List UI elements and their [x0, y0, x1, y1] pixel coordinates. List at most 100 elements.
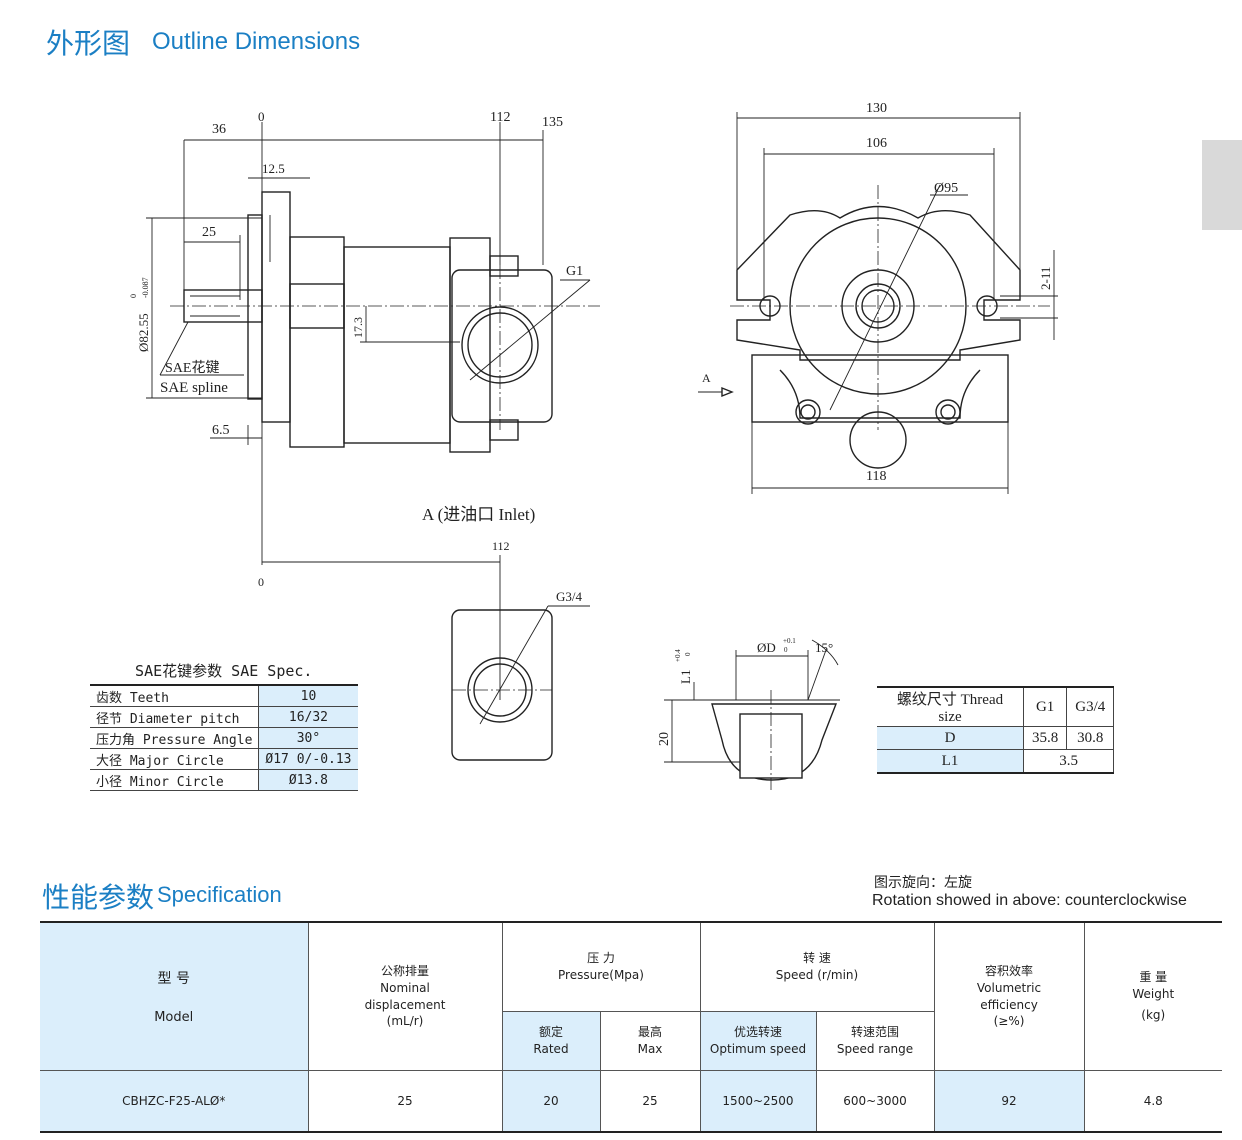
cell-rated: 20: [501, 1070, 601, 1133]
sae-row-label: 压力角 Pressure Angle: [90, 727, 259, 749]
col-model-cn: 型 号: [157, 971, 190, 987]
sae-row-value: 30°: [258, 727, 358, 749]
dim-2-11: 2-11: [1038, 267, 1053, 290]
dim-112-inlet: 112: [492, 539, 510, 553]
cell-weight: 4.8: [1083, 1070, 1222, 1133]
col-model-en: Model: [154, 1010, 194, 1025]
port-dia-d: ØD: [757, 640, 776, 655]
dim-dia-95: Ø95: [934, 181, 958, 196]
thread-l1-value: 3.5: [1022, 749, 1115, 774]
table-row: CBHZC-F25-ALØ* 25 20 25 1500~2500 600~30…: [40, 1070, 1222, 1133]
thread-d-g34: 30.8: [1066, 726, 1115, 750]
col-weight-cn: 重 量: [1139, 970, 1168, 985]
spline-label-cn: SAE花键: [165, 360, 219, 376]
col-disp-en: Nominal displacement: [364, 980, 446, 1012]
table-row: 大径 Major Circle Ø17 0/-0.13: [90, 748, 358, 770]
dim-0-top: 0: [258, 109, 265, 124]
dim-g1: G1: [566, 264, 583, 279]
cell-range: 600~3000: [815, 1070, 935, 1133]
spec-title-cn: 性能参数: [42, 881, 155, 914]
side-view: 36 0 112 135 12.5 25 Ø82.55 0 -0.087: [129, 109, 600, 565]
spline-label-en: SAE spline: [160, 380, 228, 396]
col-eff-unit: (≥%): [993, 1014, 1025, 1029]
dim-130: 130: [866, 101, 887, 116]
sae-row-value: Ø17 0/-0.13: [258, 748, 358, 770]
thread-header-label: 螺纹尺寸 Thread size: [877, 686, 1024, 727]
col-eff-cn: 容积效率: [984, 963, 1033, 978]
port-detail: ØD +0.1 0 15° L1 +0.4 0 20: [657, 637, 840, 790]
sae-row-label: 小径 Minor Circle: [90, 769, 259, 791]
dim-36: 36: [212, 122, 226, 137]
dim-17-3: 17.3: [351, 317, 365, 338]
outline-title-cn: 外形图: [46, 27, 131, 60]
cell-model: CBHZC-F25-ALØ*: [40, 1070, 309, 1133]
table-row: 径节 Diameter pitch 16/32: [90, 706, 358, 728]
col-range-cn: 转速范围: [850, 1025, 899, 1040]
thread-header-g34: G3/4: [1066, 686, 1115, 727]
sae-table-header: SAE花键参数 SAE Spec.: [90, 656, 358, 686]
thread-l1-label: L1: [877, 749, 1024, 774]
outline-title-en: Outline Dimensions: [152, 28, 361, 55]
dim-112: 112: [490, 110, 510, 125]
col-efficiency: 容积效率 Volumetric efficiency (≥%): [933, 921, 1085, 1071]
col-rated-cn: 额定: [538, 1025, 563, 1040]
col-opt-speed: 优选转速 Optimum speed: [699, 1011, 817, 1071]
sae-row-label: 齿数 Teeth: [90, 684, 259, 707]
outline-drawing: 36 0 112 135 12.5 25 Ø82.55 0 -0.087: [129, 101, 1058, 790]
col-weight: 重 量 Weight (kg): [1083, 921, 1222, 1071]
col-displacement: 公称排量 Nominal displacement (mL/r): [307, 921, 503, 1071]
col-pressure-cn: 压 力: [587, 951, 615, 966]
thread-d-label: D: [877, 726, 1024, 750]
dim-6-5: 6.5: [212, 423, 230, 438]
col-weight-en: Weight: [1132, 987, 1175, 1002]
port-dia-tol-lower: 0: [784, 646, 788, 654]
dim-dia-tol-upper: 0: [129, 294, 138, 298]
port-angle: 15°: [815, 640, 833, 655]
cell-disp: 25: [307, 1070, 503, 1133]
col-opt-cn: 优选转速: [733, 1025, 782, 1040]
table-row: 小径 Minor Circle Ø13.8: [90, 769, 358, 791]
col-disp-cn: 公称排量: [380, 963, 429, 978]
thread-size-table: 螺纹尺寸 Thread size G1 G3/4 D 35.8 30.8 L1 …: [877, 686, 1115, 774]
col-pressure: 压 力 Pressure(Mpa): [501, 921, 701, 1012]
dim-dia-tol-lower: -0.087: [141, 277, 150, 298]
col-range-en: Speed range: [836, 1042, 914, 1056]
dim-12-5: 12.5: [262, 161, 285, 176]
dim-g3-4: G3/4: [556, 589, 583, 604]
inlet-label: A (进油口 Inlet): [422, 505, 535, 524]
col-rated: 额定 Rated: [502, 1011, 601, 1071]
dim-118: 118: [866, 469, 886, 484]
cell-opt: 1500~2500: [699, 1070, 817, 1133]
sae-row-label: 径节 Diameter pitch: [90, 706, 259, 728]
col-speed-cn: 转 速: [803, 951, 831, 966]
spec-table: 型 号 Model 公称排量 Nominal displacement (mL/…: [40, 921, 1222, 1133]
col-speed-range: 转速范围 Speed range: [815, 1011, 934, 1071]
col-pressure-en: Pressure(Mpa): [558, 968, 644, 982]
thread-header-g1: G1: [1022, 686, 1068, 727]
port-l1: L1: [678, 670, 693, 684]
inlet-view: 112 0 G3/4: [258, 539, 590, 761]
spec-title-en: Specification: [157, 882, 282, 907]
table-row: D 35.8 30.8: [877, 726, 1115, 750]
port-dia-tol-upper: +0.1: [783, 637, 796, 645]
table-row: 压力角 Pressure Angle 30°: [90, 727, 358, 749]
col-max: 最高 Max: [599, 1011, 701, 1071]
sae-row-value: 16/32: [258, 706, 358, 728]
sae-spec-table: SAE花键参数 SAE Spec. 齿数 Teeth 10 径节 Diamete…: [90, 656, 358, 791]
col-speed-en: Speed (r/min): [775, 968, 859, 982]
rotation-en: Rotation showed in above: counterclockwi…: [872, 892, 1187, 909]
col-disp-unit: (mL/r): [386, 1014, 424, 1029]
col-rated-en: Rated: [533, 1042, 569, 1056]
port-l1-tol-lower: 0: [684, 652, 692, 656]
sae-row-value: 10: [258, 684, 358, 707]
thread-d-g1: 35.8: [1022, 726, 1068, 750]
cell-max: 25: [599, 1070, 701, 1133]
dim-106: 106: [866, 136, 887, 151]
table-row: L1 3.5: [877, 749, 1115, 774]
sae-row-label: 大径 Major Circle: [90, 748, 259, 770]
cell-eff: 92: [933, 1070, 1085, 1133]
front-view: 130 106 Ø95 2-11 A 118: [698, 101, 1058, 494]
side-tab: [1202, 140, 1242, 230]
port-l1-tol-upper: +0.4: [674, 649, 682, 662]
dim-25: 25: [202, 225, 216, 240]
